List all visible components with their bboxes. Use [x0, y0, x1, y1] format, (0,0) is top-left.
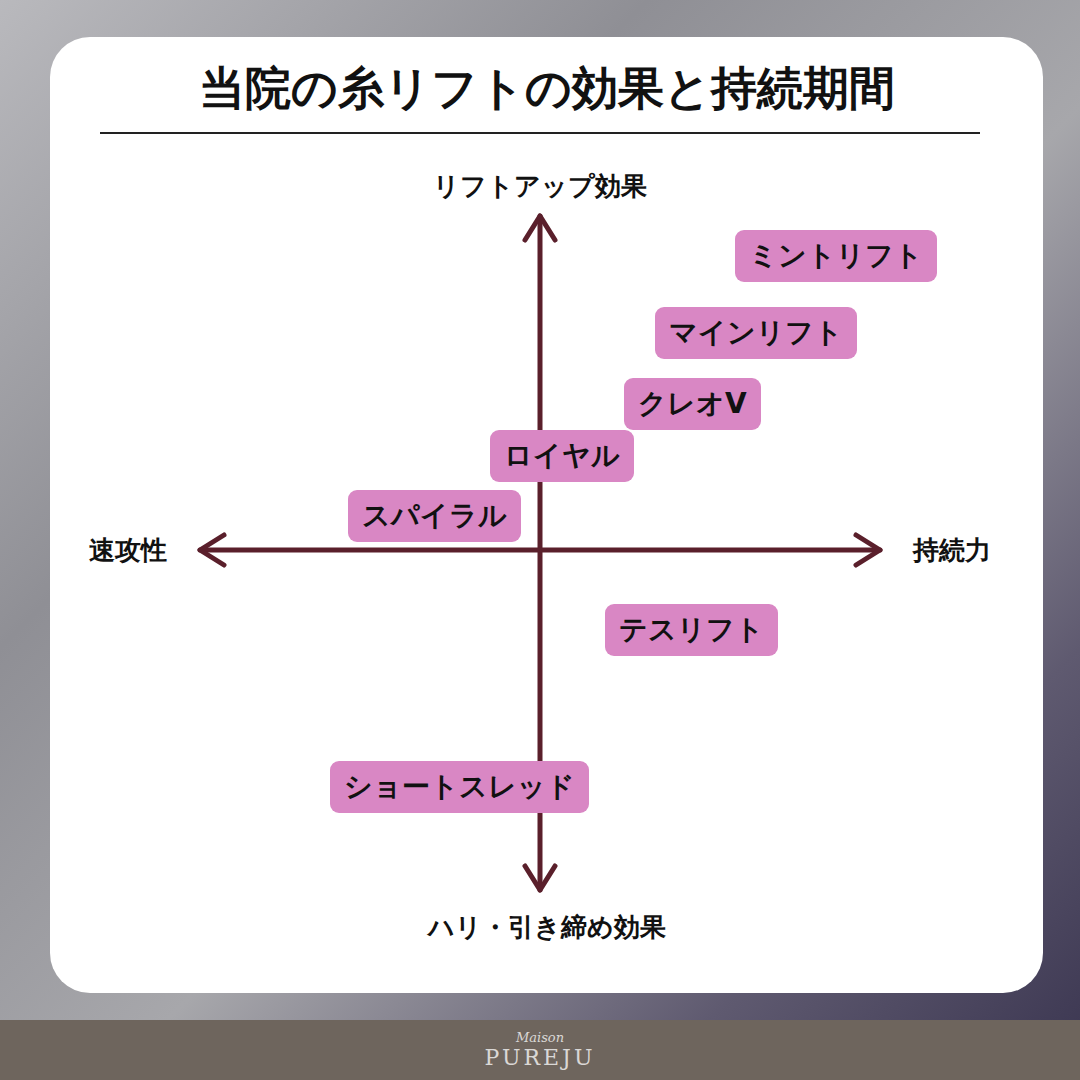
product-box: テスリフト — [605, 604, 778, 656]
axis-arrowhead — [525, 216, 555, 240]
title-rule — [100, 132, 980, 134]
product-box: マインリフト — [655, 307, 857, 359]
axis-label: リフトアップ効果 — [433, 169, 647, 203]
axis-label: 速攻性 — [89, 533, 167, 567]
product-name: テスリフト — [619, 611, 764, 649]
product-name: ショートスレッド — [344, 768, 575, 806]
product-box: ショートスレッド — [330, 761, 589, 813]
chart-title: 当院の糸リフトの効果と持続期間 — [50, 58, 1043, 118]
product-name: ミントリフト — [749, 237, 923, 275]
axis-label: 持続力 — [913, 533, 991, 567]
watermark: Maison — [516, 1030, 564, 1045]
product-box: クレオV — [624, 378, 761, 430]
product-box: ミントリフト — [735, 230, 937, 282]
axis-arrowhead — [525, 866, 555, 890]
product-name: ロイヤル — [504, 437, 620, 475]
product-box: ロイヤル — [490, 430, 634, 482]
horizontal-axis — [200, 548, 880, 553]
axis-label: ハリ・引き締め効果 — [428, 910, 666, 944]
product-name: クレオV — [638, 385, 747, 423]
watermark: PUREJU — [485, 1045, 596, 1070]
axis-arrowhead — [200, 535, 224, 565]
product-name: マインリフト — [669, 314, 843, 352]
product-name: スパイラル — [362, 497, 507, 535]
axis-arrowhead — [856, 535, 880, 565]
product-box: スパイラル — [348, 490, 521, 542]
